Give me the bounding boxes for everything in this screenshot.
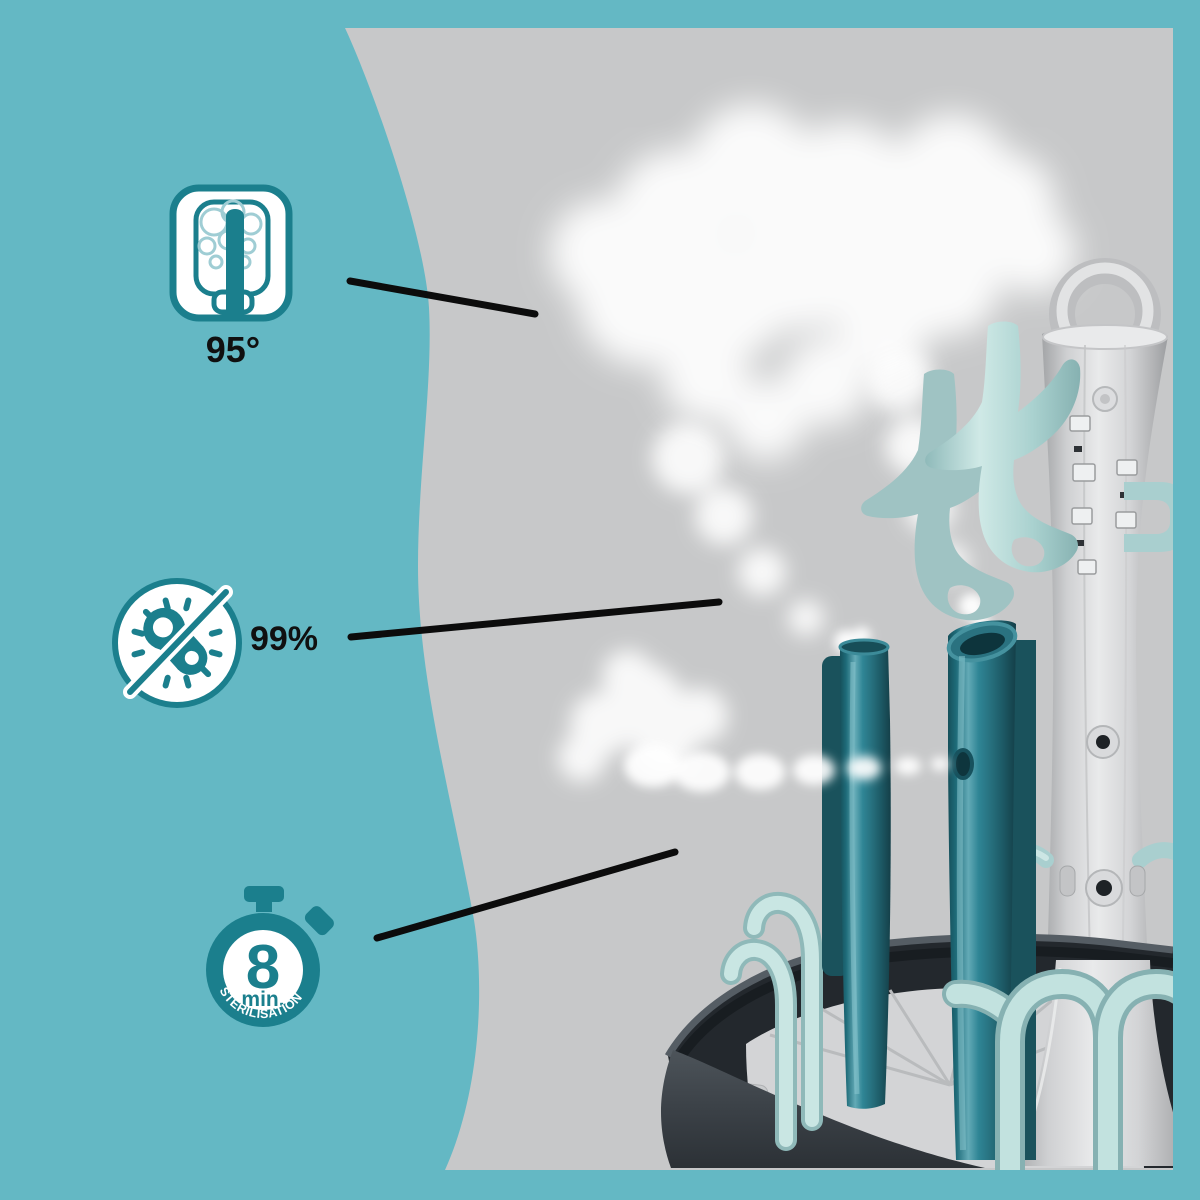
bacteria-label: 99%: [250, 620, 318, 658]
steam-plumes: [550, 104, 1076, 782]
stopwatch-icon: 8 min. STERILISATION: [206, 886, 334, 1027]
steam-jet-hole: [952, 748, 974, 780]
mint-cane-hooks: [720, 892, 869, 1151]
bottle-clips: [1069, 415, 1138, 575]
horizontal-steam-jet: [624, 745, 949, 792]
top-hooks: [861, 321, 1173, 621]
no-bacteria-icon: 99%: [112, 578, 318, 708]
minutes-value: 8: [246, 933, 280, 1002]
callout-line-duration: [373, 848, 679, 942]
tube-right: [946, 620, 1018, 1160]
callout-line-temperature: [346, 277, 539, 318]
stopwatch-face: [223, 930, 303, 1010]
minutes-unit: min.: [241, 988, 284, 1011]
front-arch-hooks: [942, 968, 1173, 1170]
temperature-label: 95°: [206, 329, 260, 370]
callout-lines: [346, 277, 723, 942]
bowl-front-wall: [661, 1050, 985, 1168]
stopwatch-top-button: [244, 886, 284, 902]
callout-line-bacteria: [347, 598, 723, 641]
column-buttons: [1085, 386, 1123, 907]
hook-right-fragment: [1124, 482, 1173, 552]
bottle-on-steam-tube-icon: 95°: [169, 184, 293, 370]
stopwatch-side-button: [304, 906, 334, 936]
tube-left: [838, 638, 891, 1109]
steam-tube-bar: [226, 209, 244, 316]
product-render: [550, 104, 1173, 1170]
slash-line: [127, 589, 229, 695]
column-top-face: [1042, 324, 1168, 350]
